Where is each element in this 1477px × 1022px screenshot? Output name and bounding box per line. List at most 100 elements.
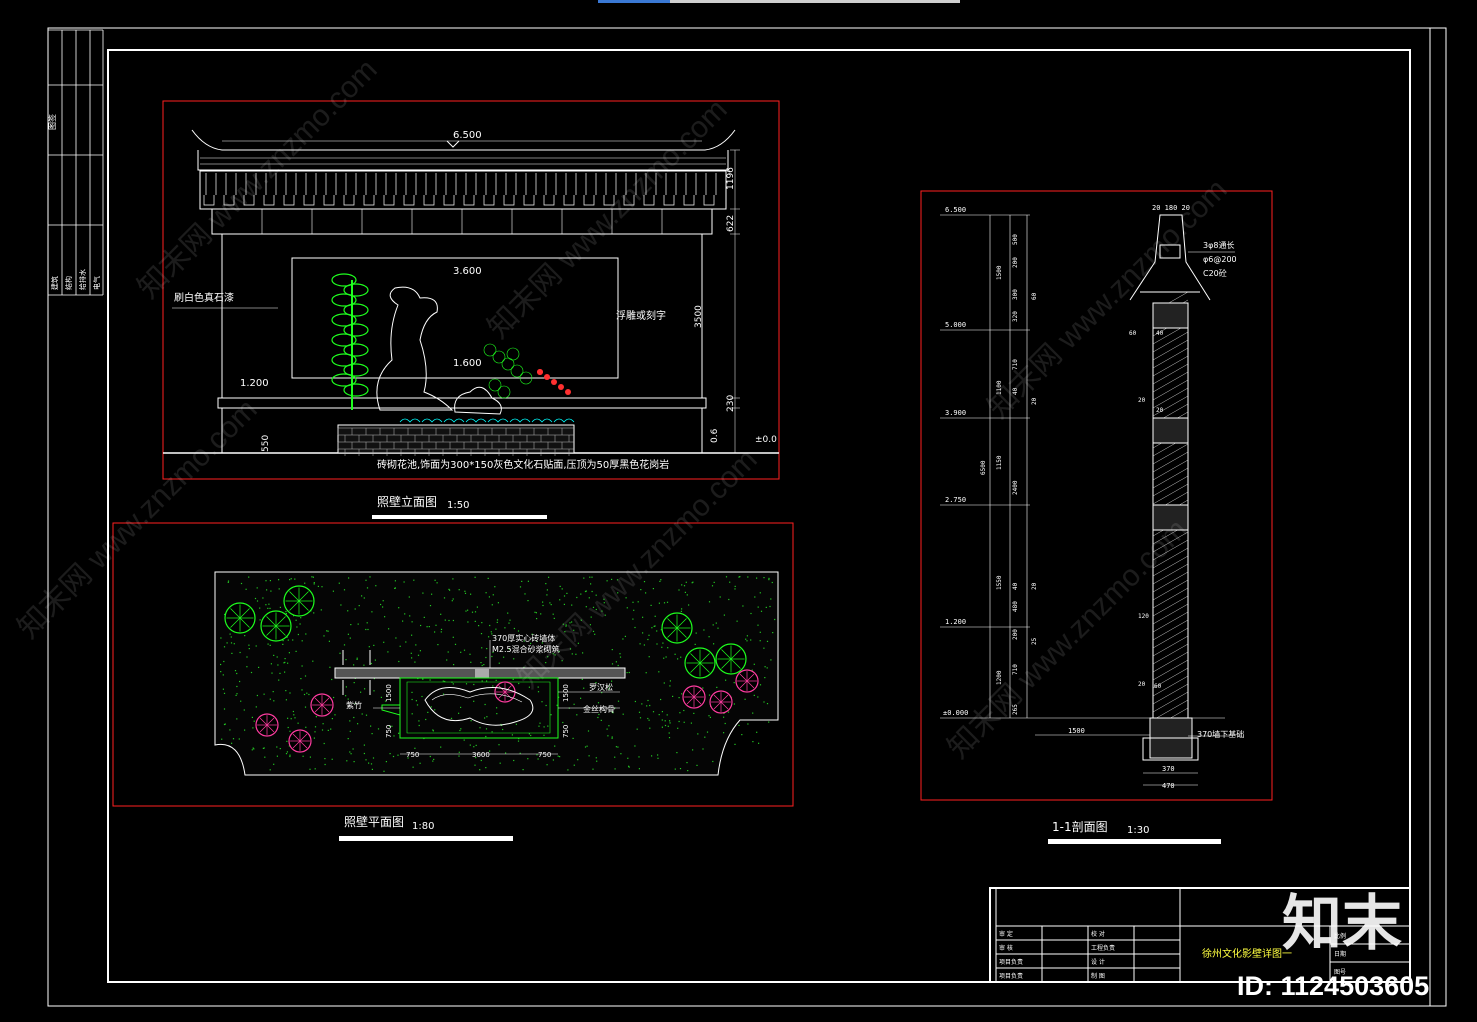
section-dim-inner: 710 (1012, 664, 1019, 675)
ground-speckle (494, 586, 496, 588)
ground-speckle (465, 610, 467, 612)
ground-speckle (588, 755, 590, 757)
watermark-text: 知末网 www.znzmo.com (982, 173, 1234, 425)
ground-speckle (745, 638, 747, 640)
ground-speckle (272, 691, 274, 693)
left-strip (48, 29, 104, 296)
ground-speckle (345, 686, 347, 688)
ground-speckle (708, 636, 710, 638)
ground-speckle (600, 719, 602, 721)
section-hatch (1152, 619, 1189, 641)
ground-speckle (628, 766, 630, 768)
ground-speckle (289, 730, 291, 732)
ground-speckle (657, 757, 659, 759)
ground-speckle (611, 736, 613, 738)
ground-speckle (619, 656, 622, 658)
ground-speckle (305, 726, 307, 728)
ground-speckle (547, 725, 549, 727)
ground-speckle (279, 748, 281, 750)
ground-speckle (264, 756, 266, 758)
ground-speckle (293, 615, 295, 617)
ground-speckle (708, 601, 711, 603)
ground-speckle (496, 621, 498, 623)
ground-speckle (394, 587, 396, 589)
ground-speckle (469, 653, 471, 655)
ground-speckle (255, 645, 257, 647)
ground-speckle (553, 617, 555, 619)
ground-speckle (251, 716, 253, 718)
ground-speckle (517, 740, 520, 742)
ground-speckle (239, 680, 241, 683)
ground-speckle (650, 604, 652, 606)
ground-speckle (647, 638, 649, 641)
ground-speckle (271, 672, 273, 674)
roof-bracket (363, 195, 375, 206)
section-hatch (1152, 355, 1189, 377)
ground-speckle (265, 580, 267, 582)
ground-speckle (638, 756, 640, 758)
ground-speckle (320, 609, 322, 611)
ground-speckle (306, 692, 308, 694)
roof-bracket (663, 195, 675, 206)
ground-speckle (347, 633, 349, 635)
section-dim-inner: 200 (1012, 257, 1019, 268)
ground-speckle (481, 680, 483, 682)
ground-speckle (233, 643, 235, 645)
ground-speckle (512, 678, 514, 680)
section-hatch (1152, 483, 1189, 505)
ground-speckle (491, 655, 493, 658)
ground-speckle (661, 719, 663, 721)
ground-speckle (750, 612, 752, 615)
ground-speckle (757, 606, 759, 608)
ground-speckle (528, 686, 530, 688)
ground-speckle (285, 690, 287, 692)
roof-bracket (703, 195, 715, 206)
ground-speckle (663, 602, 666, 604)
ground-speckle (628, 671, 630, 674)
roof-bracket (203, 195, 215, 206)
ground-speckle (255, 706, 257, 708)
ground-speckle (411, 657, 413, 659)
ground-speckle (353, 664, 355, 666)
ground-speckle (282, 640, 284, 642)
ground-speckle (530, 642, 532, 645)
ground-speckle (536, 618, 538, 620)
ground-speckle (368, 646, 370, 648)
ground-speckle (415, 644, 417, 646)
ground-speckle (572, 737, 574, 739)
section-dim-inner: 200 (1012, 629, 1019, 640)
ground-speckle (446, 659, 448, 661)
ground-speckle (709, 716, 711, 718)
ground-speckle (546, 589, 548, 591)
flower (565, 389, 571, 395)
tree-spoke (275, 616, 286, 627)
ground-speckle (546, 594, 548, 596)
ground-speckle (304, 675, 307, 677)
ground-speckle (287, 726, 289, 729)
ground-speckle (474, 611, 477, 613)
ground-speckle (289, 692, 291, 694)
ground-speckle (597, 716, 599, 719)
ground-speckle (322, 723, 324, 725)
ground-speckle (649, 727, 651, 729)
ground-speckle (371, 733, 373, 735)
ground-speckle (485, 735, 487, 738)
ground-speckle (561, 588, 563, 590)
ground-speckle (465, 683, 468, 685)
tree-spoke (720, 694, 729, 703)
ground-speckle (391, 725, 393, 727)
ground-speckle (486, 716, 488, 718)
ground-speckle (686, 762, 688, 764)
tree-spoke (299, 740, 308, 749)
ground-speckle (651, 755, 653, 757)
ground-speckle (373, 678, 375, 680)
ground-cover (509, 418, 531, 423)
ground-speckle (668, 732, 670, 734)
ground-speckle (474, 576, 476, 578)
ground-speckle (586, 745, 588, 747)
ground-cover (465, 418, 487, 423)
tree-spoke (321, 697, 330, 706)
ground-speckle (654, 625, 656, 627)
ground-speckle (273, 654, 275, 656)
ground-speckle (633, 609, 635, 611)
